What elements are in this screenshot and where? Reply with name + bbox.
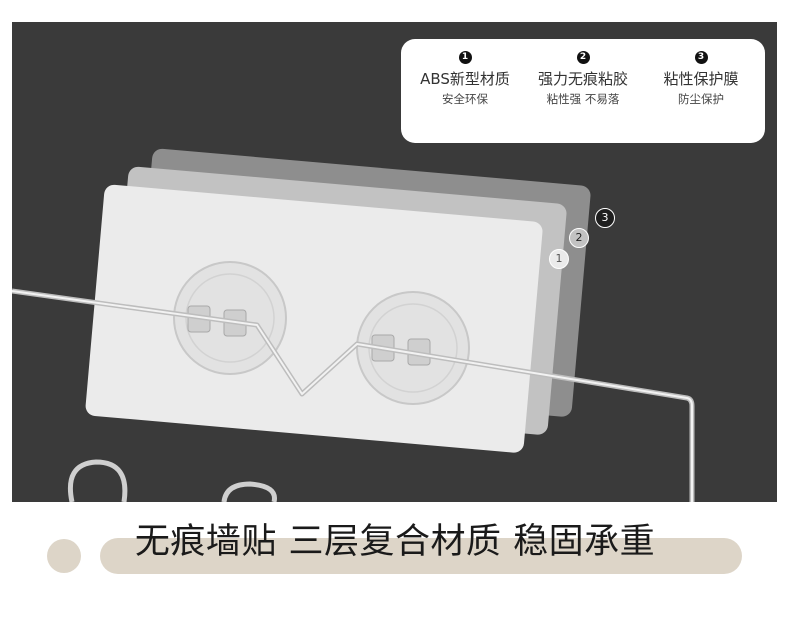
- feature-subtitle: 安全环保: [442, 92, 488, 106]
- layer-1-sheet: [85, 184, 543, 453]
- layer-3-number: 3: [595, 208, 615, 228]
- features-callout: 1 ABS新型材质 安全环保 2 强力无痕粘胶 粘性强 不易落 3 粘性保护膜 …: [401, 39, 765, 143]
- left-hook-loop: [68, 459, 128, 502]
- headline-text: 无痕墙贴 三层复合材质 稳固承重: [134, 522, 656, 562]
- decorative-dot: [47, 539, 81, 573]
- headline-banner: [100, 538, 742, 574]
- feature-subtitle: 防尘保护: [678, 92, 724, 106]
- feature-abs-material: 1 ABS新型材质 安全环保: [405, 51, 525, 108]
- feature-adhesive: 2 强力无痕粘胶 粘性强 不易落: [523, 51, 643, 108]
- right-hook-loop: [221, 481, 277, 502]
- feature-number-badge: 3: [694, 51, 708, 64]
- layer-1-number: 1: [549, 249, 569, 269]
- layer-2-number: 2: [569, 228, 589, 248]
- feature-title: ABS新型材质: [420, 70, 510, 88]
- feature-title: 强力无痕粘胶: [537, 70, 628, 88]
- feature-number-badge: 2: [576, 51, 590, 64]
- feature-title: 粘性保护膜: [663, 70, 739, 88]
- feature-number-badge: 1: [458, 51, 472, 64]
- feature-protective-film: 3 粘性保护膜 防尘保护: [641, 51, 761, 108]
- feature-subtitle: 粘性强 不易落: [546, 92, 620, 106]
- adhesive-layers-illustration: [12, 148, 695, 502]
